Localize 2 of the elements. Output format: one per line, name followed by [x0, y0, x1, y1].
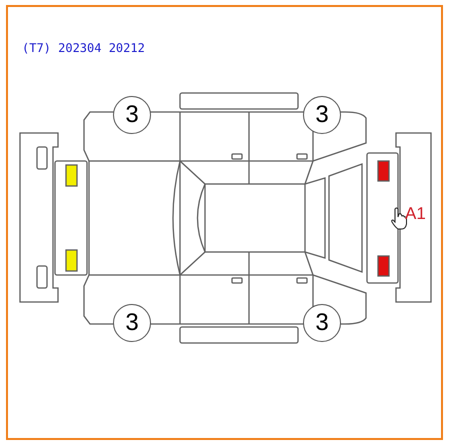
- damage-code: A1: [405, 205, 426, 222]
- code-text: (T7) 202304 20212: [22, 40, 145, 57]
